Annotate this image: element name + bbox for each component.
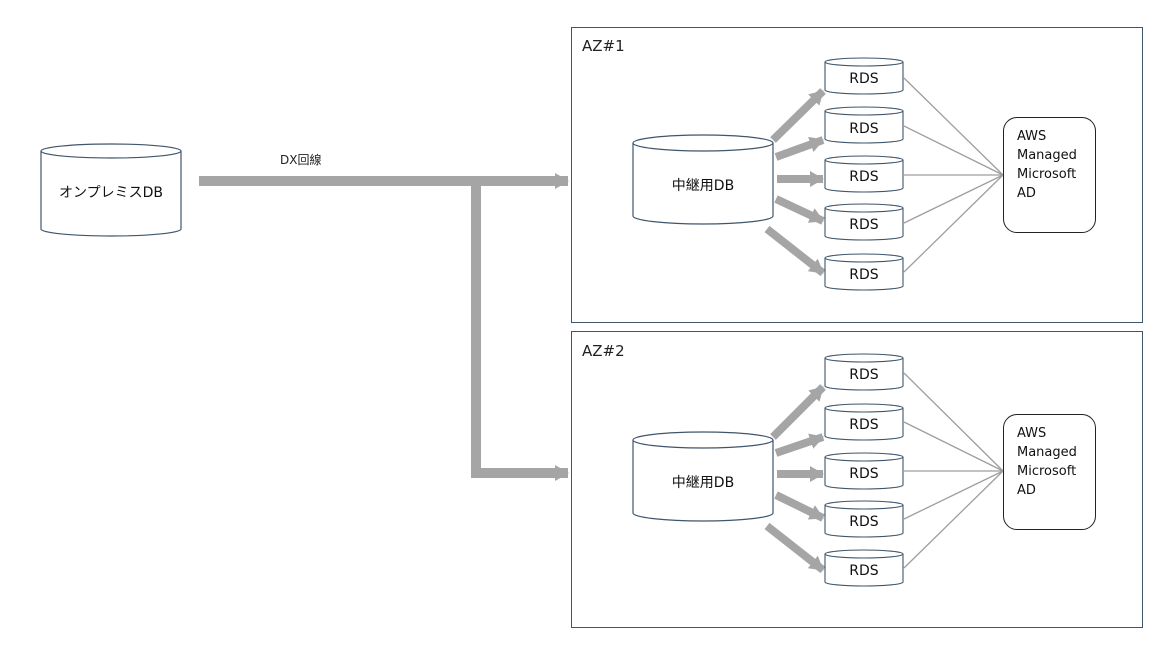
az1-managed-ad: AWS Managed Microsoft AD bbox=[1003, 117, 1096, 233]
az2-rds-3: RDS bbox=[824, 452, 904, 490]
az2-ad-link-2 bbox=[903, 421, 1004, 472]
az1-ad-link-5 bbox=[903, 174, 1004, 273]
az2-arrow-rds-4 bbox=[774, 491, 825, 522]
az2-relay-db-cylinder: 中継用DB bbox=[632, 431, 774, 522]
az2-rds-1-label: RDS bbox=[849, 367, 879, 383]
az2-rds-5-label: RDS bbox=[849, 563, 879, 579]
az2-rds-group: RDS RDS RDS RDS RDS bbox=[824, 353, 904, 587]
az2-arrow-rds-1 bbox=[770, 384, 826, 440]
dx-line-label: DX回線 bbox=[280, 153, 322, 167]
az2-relay-db-label: 中継用DB bbox=[672, 475, 734, 491]
az2-ad-line-4: AD bbox=[1017, 483, 1036, 498]
az2-managed-ad: AWS Managed Microsoft AD bbox=[1003, 414, 1096, 530]
az1-ad-links bbox=[903, 77, 1004, 273]
az1-ad-link-4 bbox=[903, 174, 1004, 224]
az2-rds-5: RDS bbox=[824, 549, 904, 587]
az1-rds-2-label: RDS bbox=[849, 121, 879, 137]
az1-arrow-rds-2 bbox=[774, 136, 825, 161]
az1-rds-3-label: RDS bbox=[849, 169, 879, 185]
az2-arrow-rds-2 bbox=[774, 433, 825, 457]
az1-rds-5: RDS bbox=[824, 253, 904, 291]
az1-arrow-rds-4 bbox=[774, 195, 825, 225]
az2-rds-3-label: RDS bbox=[849, 466, 879, 482]
az2-rds-1: RDS bbox=[824, 353, 904, 391]
az1-arrow-rds-1 bbox=[770, 88, 826, 143]
az1-ad-link-2 bbox=[903, 125, 1004, 176]
az1-ad-line-2: Managed bbox=[1017, 148, 1077, 163]
az2-rds-2: RDS bbox=[824, 403, 904, 441]
onprem-db-cylinder: オンプレミスDB bbox=[40, 143, 182, 237]
az2-ad-line-3: Microsoft bbox=[1017, 464, 1077, 479]
az1-rds-4: RDS bbox=[824, 203, 904, 241]
dx-connection bbox=[199, 176, 481, 478]
az2-rds-4: RDS bbox=[824, 500, 904, 538]
az1-ad-line-4: AD bbox=[1017, 186, 1036, 201]
az2-ad-link-4 bbox=[903, 470, 1004, 520]
az1-rds-1: RDS bbox=[824, 57, 904, 95]
az2-ad-link-5 bbox=[903, 470, 1004, 569]
az1-managed-ad-text: AWS Managed Microsoft AD bbox=[1017, 127, 1077, 203]
az1-relay-db-label: 中継用DB bbox=[672, 178, 734, 194]
az1-rds-5-label: RDS bbox=[849, 267, 879, 283]
az2-ad-line-2: Managed bbox=[1017, 445, 1077, 460]
az2-title: AZ#2 bbox=[582, 342, 625, 360]
az1-rds-2: RDS bbox=[824, 106, 904, 144]
az2-rds-4-label: RDS bbox=[849, 514, 879, 530]
az2-rds-2-label: RDS bbox=[849, 417, 879, 433]
az1-arrow-rds-5 bbox=[764, 225, 826, 277]
az2-arrow-rds-5 bbox=[764, 522, 826, 574]
az1-relay-db-cylinder: 中継用DB bbox=[632, 134, 774, 225]
az1-rds-3: RDS bbox=[824, 155, 904, 193]
az1-ad-link-1 bbox=[903, 77, 1004, 176]
az1-rds-4-label: RDS bbox=[849, 217, 879, 233]
az1-rds-group: RDS RDS RDS RDS RDS bbox=[824, 57, 904, 291]
az1-ad-line-3: Microsoft bbox=[1017, 167, 1077, 182]
az2-managed-ad-text: AWS Managed Microsoft AD bbox=[1017, 424, 1077, 500]
onprem-db-label: オンプレミスDB bbox=[59, 185, 163, 201]
az1-rds-1-label: RDS bbox=[849, 71, 879, 87]
az2-ad-link-1 bbox=[903, 372, 1004, 472]
az1-ad-line-1: AWS bbox=[1017, 129, 1047, 144]
az2-ad-line-1: AWS bbox=[1017, 426, 1047, 441]
az1-title: AZ#1 bbox=[582, 37, 625, 55]
az1-replication-arrows bbox=[764, 88, 826, 277]
az2-ad-links bbox=[903, 372, 1004, 569]
az2-replication-arrows bbox=[764, 384, 826, 574]
